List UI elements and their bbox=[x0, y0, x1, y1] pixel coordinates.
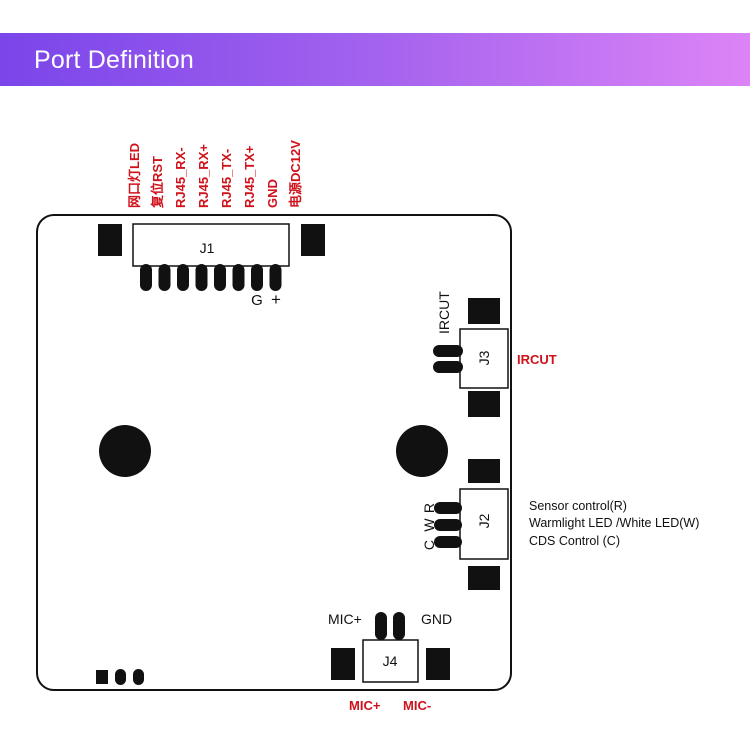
j3-pad-bottom bbox=[468, 391, 500, 417]
pin-label-reset: 复位RST bbox=[150, 156, 165, 209]
bl-pad-square bbox=[96, 670, 108, 684]
j4-pin bbox=[393, 612, 405, 640]
bl-pin bbox=[133, 669, 144, 685]
j2-pin-w-label: W bbox=[421, 518, 437, 532]
j4-pad-right bbox=[426, 648, 450, 680]
pin-label-dc12v: 电源DC12V bbox=[288, 140, 303, 208]
j2-desc-w: Warmlight LED /White LED(W) bbox=[529, 516, 699, 530]
j3-pin bbox=[433, 361, 463, 373]
j1-pin bbox=[158, 264, 171, 291]
j2-pin-w bbox=[434, 519, 462, 531]
j1-g-mark: G bbox=[251, 292, 263, 309]
mounting-hole-right bbox=[396, 425, 448, 477]
j2-desc-r: Sensor control(R) bbox=[529, 499, 627, 513]
mic-minus-callout: MIC- bbox=[403, 698, 431, 713]
j2-pin-c-label: C bbox=[421, 540, 437, 550]
j3-pad-top bbox=[468, 298, 500, 324]
bottom-left-connector bbox=[96, 669, 144, 685]
pin-label-rx-plus: RJ45_RX+ bbox=[196, 144, 211, 208]
mounting-hole-left bbox=[99, 425, 151, 477]
j1-pad-left bbox=[98, 224, 122, 256]
pin-label-gnd: GND bbox=[265, 179, 280, 208]
j1-plus-mark: + bbox=[271, 290, 281, 309]
pin-label-tx-minus: RJ45_TX- bbox=[219, 149, 234, 208]
page-title: Port Definition bbox=[34, 46, 195, 74]
j3-side-label: IRCUT bbox=[517, 352, 557, 367]
j1-body bbox=[132, 223, 290, 267]
j2-body bbox=[459, 488, 509, 560]
pin-label-rx-minus: RJ45_RX- bbox=[173, 147, 188, 208]
j1-pin bbox=[251, 264, 263, 291]
j4-pin bbox=[375, 612, 387, 640]
j1-pin bbox=[140, 264, 152, 291]
j4-mic-plus-label: MIC+ bbox=[328, 611, 362, 627]
j2-pad-top bbox=[468, 459, 500, 483]
j2-label: J2 bbox=[476, 513, 492, 528]
j1-pin-labels: 网口灯LED 复位RST RJ45_RX- RJ45_RX+ RJ45_TX- … bbox=[127, 140, 303, 209]
j2-connector: J2 R W C bbox=[421, 459, 509, 590]
j1-pin bbox=[269, 264, 282, 291]
j3-label: J3 bbox=[476, 350, 492, 365]
j1-pin bbox=[195, 264, 208, 291]
j1-label: J1 bbox=[200, 240, 215, 256]
j4-body bbox=[362, 639, 419, 683]
j2-desc-c: CDS Control (C) bbox=[529, 534, 620, 548]
j3-body bbox=[459, 328, 509, 389]
pin-label-lan-led: 网口灯LED bbox=[127, 143, 142, 208]
j2-pin-c bbox=[434, 536, 462, 548]
j1-pin bbox=[214, 264, 226, 291]
j3-pin bbox=[433, 345, 463, 357]
j3-pin-label: IRCUT bbox=[436, 291, 452, 334]
j4-connector: J4 MIC+ GND bbox=[328, 611, 452, 683]
j2-pin-r bbox=[434, 502, 462, 514]
j2-pin-r-label: R bbox=[421, 503, 437, 513]
header-banner: Port Definition bbox=[0, 33, 750, 86]
j4-gnd-label: GND bbox=[421, 611, 452, 627]
j4-pad-left bbox=[331, 648, 355, 680]
j1-pin bbox=[177, 264, 189, 291]
j4-label: J4 bbox=[383, 653, 398, 669]
j1-connector: J1 G + bbox=[98, 223, 325, 309]
board-outline bbox=[36, 214, 512, 691]
j2-pad-bottom bbox=[468, 566, 500, 590]
bl-pin bbox=[115, 669, 126, 685]
pin-label-tx-plus: RJ45_TX+ bbox=[242, 145, 257, 208]
j1-pad-right bbox=[301, 224, 325, 256]
mic-plus-callout: MIC+ bbox=[349, 698, 381, 713]
j3-connector: J3 IRCUT bbox=[433, 291, 509, 417]
j1-pin bbox=[232, 264, 245, 291]
